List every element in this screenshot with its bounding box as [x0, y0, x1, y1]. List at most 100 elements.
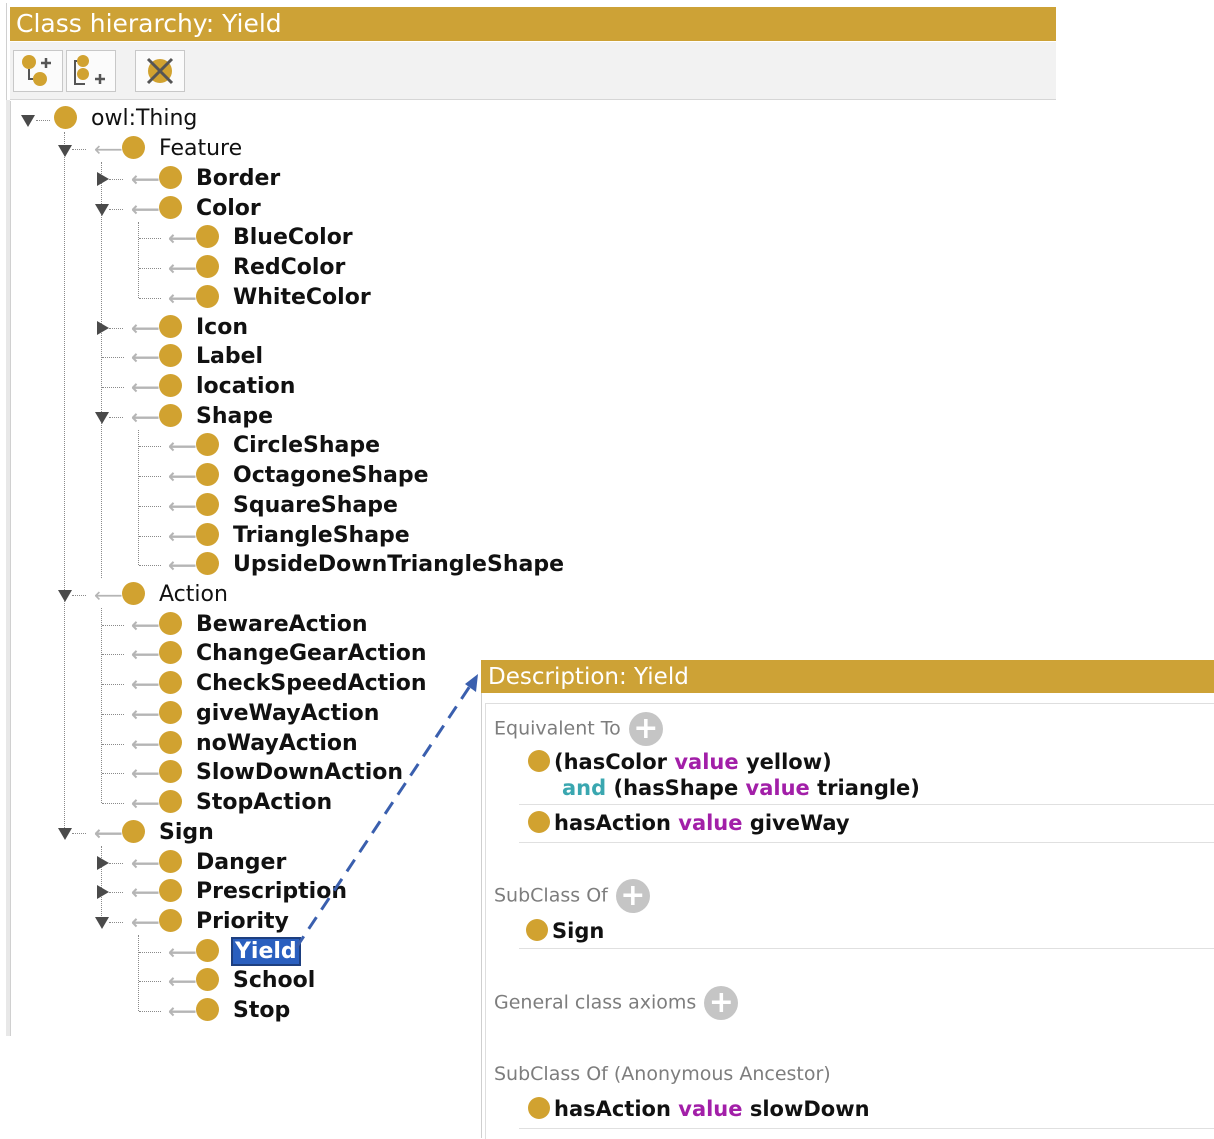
- tree-node-danger[interactable]: ⟵Danger: [131, 848, 286, 878]
- class-circle-icon: [196, 967, 219, 991]
- anonymous-ancestor-section: SubClass Of (Anonymous Ancestor): [494, 1063, 831, 1085]
- collapse-toggle[interactable]: [95, 202, 109, 216]
- class-circle-icon: [159, 700, 182, 724]
- tree-node-stopaction[interactable]: ⟵StopAction: [131, 788, 332, 818]
- subclass-arrow-icon: ⟵: [131, 702, 160, 726]
- tree-node-owl-thing[interactable]: owl:Thing: [54, 104, 197, 134]
- class-circle-icon: [528, 1097, 550, 1119]
- subclass-of-axiom[interactable]: Sign: [526, 918, 604, 944]
- axiom-text: yellow): [745, 750, 832, 774]
- add-general-axiom-button[interactable]: +: [704, 986, 739, 1020]
- tree-node-bewareaction[interactable]: ⟵BewareAction: [131, 610, 368, 640]
- subclass-arrow-icon: ⟵: [131, 880, 160, 904]
- anonymous-ancestor-axiom[interactable]: hasAction value slowDown: [528, 1096, 870, 1122]
- tree-node-changegearaction[interactable]: ⟵ChangeGearAction: [131, 639, 427, 669]
- tree-node-redcolor[interactable]: ⟵RedColor: [168, 253, 345, 283]
- class-circle-icon: [159, 611, 182, 635]
- equivalent-axiom-1[interactable]: (hasColor value yellow) and (hasShape va…: [528, 749, 920, 801]
- class-circle-icon: [159, 849, 182, 873]
- collapse-toggle[interactable]: [95, 410, 109, 424]
- tree-node-squareshape[interactable]: ⟵SquareShape: [168, 491, 398, 521]
- tree-leader: [102, 654, 124, 655]
- subclass-arrow-icon: ⟵: [131, 732, 160, 756]
- tree-node-whitecolor[interactable]: ⟵WhiteColor: [168, 283, 371, 313]
- tree-node-feature[interactable]: ⟵Feature: [94, 134, 242, 164]
- tree-node-action[interactable]: ⟵Action: [94, 580, 228, 610]
- subclass-arrow-icon: ⟵: [168, 969, 197, 993]
- collapse-toggle[interactable]: [95, 915, 109, 929]
- tree-node-octagoneshape[interactable]: ⟵OctagoneShape: [168, 461, 429, 491]
- add-subclass-button[interactable]: [13, 50, 63, 92]
- subclass-arrow-icon: ⟵: [168, 286, 197, 310]
- tree-leader: [139, 446, 161, 447]
- class-circle-icon: [159, 670, 182, 694]
- tree-leader: [102, 714, 124, 715]
- arrow-head-icon: [465, 674, 478, 692]
- subclass-arrow-icon: ⟵: [168, 464, 197, 488]
- subclass-arrow-icon: ⟵: [94, 821, 123, 845]
- tree-node-label: giveWayAction: [196, 701, 380, 726]
- axiom-text: (hasColor: [554, 750, 668, 774]
- tree-node-bluecolor[interactable]: ⟵BlueColor: [168, 223, 353, 253]
- tree-leader: [109, 209, 123, 210]
- tree-node-yield-selected[interactable]: ⟵Yield: [168, 937, 301, 967]
- class-circle-icon: [159, 759, 182, 783]
- subclass-arrow-icon: ⟵: [168, 256, 197, 280]
- subclass-arrow-icon: ⟵: [131, 345, 160, 369]
- expand-toggle[interactable]: [95, 172, 109, 186]
- delete-class-button[interactable]: [135, 50, 185, 92]
- tree-node-slowdownaction[interactable]: ⟵SlowDownAction: [131, 758, 403, 788]
- tree-node-checkspeedaction[interactable]: ⟵CheckSpeedAction: [131, 669, 426, 699]
- tree-leader: [72, 149, 86, 150]
- axiom-keyword: value: [678, 1097, 743, 1121]
- tree-node-givewayaction[interactable]: ⟵ giveWayAction: [131, 699, 379, 729]
- tree-leader: [109, 328, 123, 329]
- tree-line: [64, 132, 65, 830]
- tree-node-circleshape[interactable]: ⟵CircleShape: [168, 431, 380, 461]
- add-equivalent-button[interactable]: +: [628, 712, 663, 746]
- tree-node-label: owl:Thing: [91, 106, 198, 131]
- expand-toggle[interactable]: [95, 856, 109, 870]
- axiom-text: triangle): [817, 776, 920, 800]
- class-circle-icon: [196, 254, 219, 278]
- tree-node-shape[interactable]: ⟵Shape: [131, 402, 273, 432]
- tree-node-triangleshape[interactable]: ⟵TriangleShape: [168, 521, 410, 551]
- tree-leader: [102, 803, 124, 804]
- collapse-toggle[interactable]: [58, 143, 72, 157]
- tree-node-label: Sign: [159, 820, 214, 845]
- expand-toggle[interactable]: [95, 321, 109, 335]
- tree-node-sign[interactable]: ⟵ Sign: [94, 818, 214, 848]
- tree-node-upsidedowntriangleshape[interactable]: ⟵UpsideDownTriangleShape: [168, 550, 564, 580]
- add-superclass-button[interactable]: +: [615, 879, 650, 913]
- equivalent-axiom-2[interactable]: hasAction value giveWay: [528, 810, 850, 836]
- tree-leader: [102, 744, 124, 745]
- tree-node-color[interactable]: ⟵Color: [131, 194, 261, 224]
- tree-node-border[interactable]: ⟵Border: [131, 164, 280, 194]
- tree-node-label-selected: Yield: [231, 937, 301, 966]
- axiom-keyword: value: [678, 811, 743, 835]
- add-sibling-class-button[interactable]: [66, 50, 116, 92]
- collapse-toggle[interactable]: [58, 826, 72, 840]
- tree-leader: [102, 357, 124, 358]
- add-subclass-icon: [22, 55, 51, 86]
- class-hierarchy-title: Class hierarchy: Yield: [10, 7, 1056, 41]
- axiom-keyword: value: [674, 750, 739, 774]
- tree-node-school[interactable]: ⟵School: [168, 966, 315, 996]
- collapse-toggle[interactable]: [58, 588, 72, 602]
- tree-node-prescription[interactable]: ⟵Prescription: [131, 877, 347, 907]
- class-circle-icon: [528, 750, 550, 772]
- tree-node-icon[interactable]: ⟵Icon: [131, 313, 248, 343]
- expand-toggle[interactable]: [95, 885, 109, 899]
- description-panel: [481, 660, 1214, 1138]
- tree-node-stop[interactable]: ⟵Stop: [168, 996, 290, 1026]
- collapse-toggle[interactable]: [21, 113, 35, 127]
- tree-node-priority[interactable]: ⟵Priority: [131, 907, 289, 937]
- tree-leader: [109, 922, 123, 923]
- tree-node-label[interactable]: ⟵Label: [131, 342, 263, 372]
- tree-leader: [139, 238, 161, 239]
- subclass-arrow-icon: ⟵: [131, 791, 160, 815]
- tree-node-nowayaction[interactable]: ⟵noWayAction: [131, 729, 358, 759]
- tree-leader: [139, 1011, 161, 1012]
- tree-node-location[interactable]: ⟵location: [131, 372, 295, 402]
